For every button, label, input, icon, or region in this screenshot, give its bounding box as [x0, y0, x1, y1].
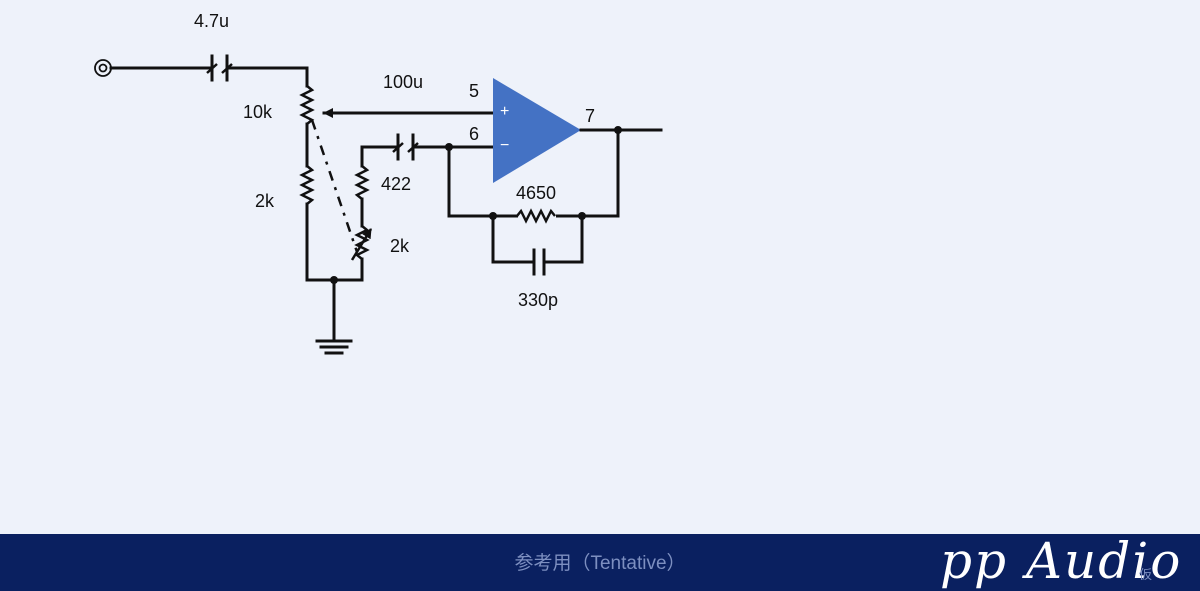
input-capacitor: [206, 54, 233, 82]
pin-5-label: 5: [469, 81, 479, 101]
brand-mark: 仮: [1139, 567, 1153, 582]
feedback-capacitor: [532, 248, 546, 276]
footer-note: 参考用（Tentative）: [514, 553, 686, 574]
output-wire: [579, 126, 663, 134]
coupling-cap-label: 100u: [383, 72, 423, 92]
opamp-plus-sign: +: [500, 103, 509, 120]
lower-resistor-label: 2k: [255, 191, 275, 211]
pin-6-label: 6: [469, 124, 479, 144]
feedback-resistor-label: 4650: [516, 183, 556, 203]
pin-7-label: 7: [585, 106, 595, 126]
brand-logo: pp Audio: [940, 532, 1183, 590]
input-cap-label: 4.7u: [194, 11, 229, 31]
gain-resistor-label: 422: [381, 174, 411, 194]
footer-bar: 参考用（Tentative） pp Audio 仮: [0, 532, 1200, 591]
ground-symbol: [315, 276, 353, 355]
opamp: + −: [493, 78, 581, 183]
volume-pot-label: 10k: [243, 102, 273, 122]
volume-pot: [299, 85, 315, 168]
lower-resistor: [299, 165, 364, 282]
input-wire: [109, 66, 309, 88]
gain-pot-label: 2k: [390, 236, 410, 256]
feedback-cap-label: 330p: [518, 290, 558, 310]
input-jack: [94, 59, 112, 77]
gang-link: [310, 119, 359, 253]
feedback-resistor: [516, 208, 556, 224]
opamp-minus-sign: −: [500, 137, 509, 154]
gain-branch: [350, 145, 400, 282]
